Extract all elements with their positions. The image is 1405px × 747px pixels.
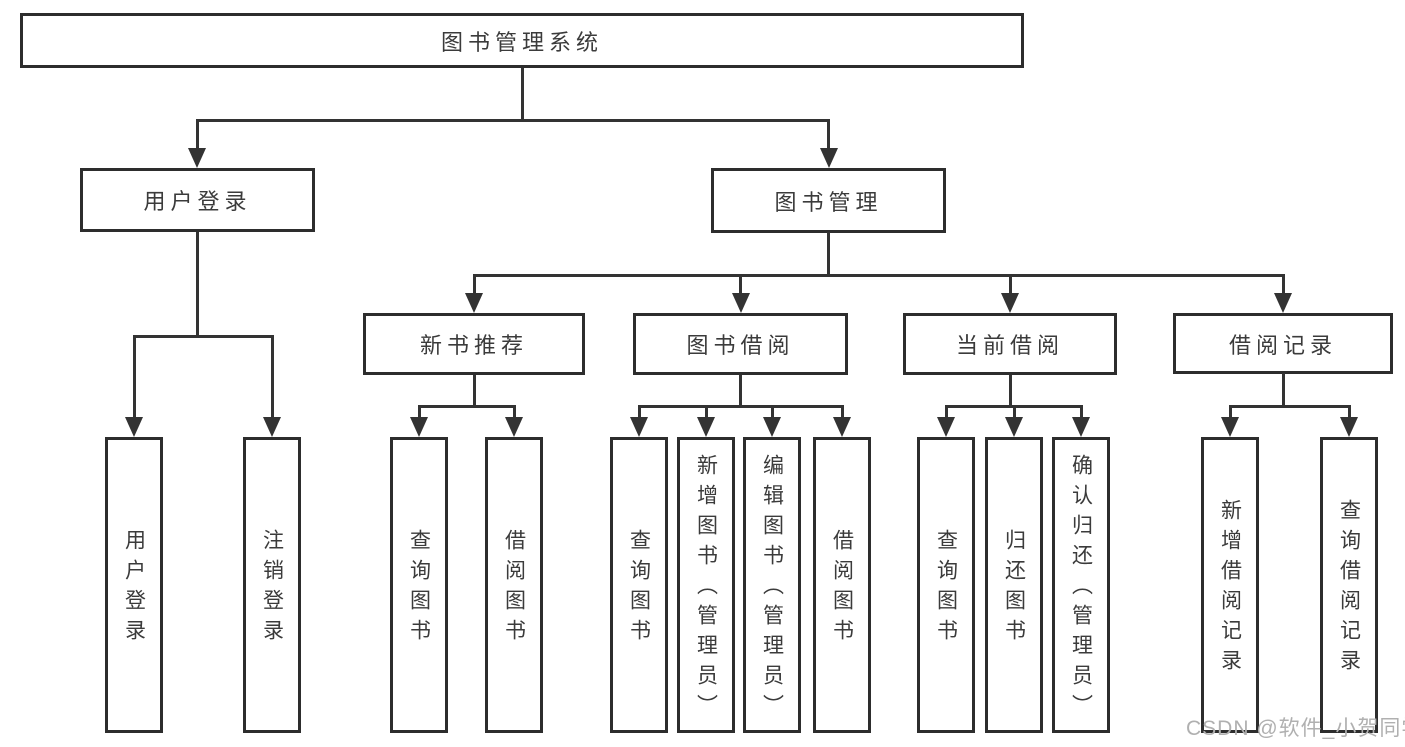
connector-user-login-stem <box>196 232 199 338</box>
leaf-add-borrow-record: 新增借阅记录 <box>1201 437 1259 733</box>
connector-current-stem <box>1008 375 1012 408</box>
leaf-query-books-current: 查询图书 <box>917 437 975 733</box>
arrow-to-rec-query <box>410 405 428 437</box>
node-new-book-recommend: 新书推荐 <box>363 313 585 375</box>
arrow-to-current <box>1001 274 1019 313</box>
leaf-logout-login: 注销登录 <box>243 437 301 733</box>
leaf-user-login: 用户登录 <box>105 437 163 733</box>
leaf-query-books-recommend: 查询图书 <box>390 437 448 733</box>
node-current-borrowing: 当前借阅 <box>903 313 1117 375</box>
arrow-to-bor-edit <box>763 405 781 437</box>
leaf-return-books: 归还图书 <box>985 437 1043 733</box>
connector-records-stem <box>1281 373 1285 408</box>
leaf-add-book-admin: 新增图书（管理员） <box>677 437 735 733</box>
connector-new-books-bar <box>417 405 516 408</box>
arrow-to-rec-borrow <box>505 405 523 437</box>
node-book-mgmt: 图书管理 <box>711 168 946 233</box>
arrow-to-cur-confirm <box>1072 405 1090 437</box>
connector-records-bar <box>1228 405 1351 408</box>
arrow-to-records <box>1274 274 1292 313</box>
arrow-to-login-leaf <box>125 335 143 437</box>
arrow-to-new-books <box>465 274 483 313</box>
connector-level3-bar <box>472 274 1284 277</box>
connector-level2-bar <box>195 119 830 122</box>
arrow-to-bor-query <box>630 405 648 437</box>
leaf-confirm-return-admin: 确认归还（管理员） <box>1052 437 1110 733</box>
arrow-to-borrowing <box>731 274 750 313</box>
arrow-to-cur-query <box>937 405 955 437</box>
node-borrowing-records: 借阅记录 <box>1173 313 1393 374</box>
csdn-watermark: CSDN @软件_小贺同学 <box>1186 717 1405 740</box>
leaf-query-books-borrowing: 查询图书 <box>610 437 668 733</box>
leaf-borrow-books-borrowing: 借阅图书 <box>813 437 871 733</box>
leaf-edit-book-admin: 编辑图书（管理员） <box>743 437 801 733</box>
arrow-to-bor-add <box>697 405 715 437</box>
connector-new-books-stem <box>472 375 476 408</box>
connector-book-mgmt-stem <box>827 232 830 277</box>
arrow-to-book-mgmt <box>819 119 838 168</box>
arrow-to-recd-query <box>1340 405 1358 437</box>
connector-borrowing-stem <box>739 375 742 408</box>
arrow-to-bor-borrow <box>833 405 851 437</box>
leaf-borrow-books-recommend: 借阅图书 <box>485 437 543 733</box>
arrow-to-recd-add <box>1221 405 1239 437</box>
arrow-to-user-login <box>188 119 206 168</box>
arrow-to-logout-leaf <box>263 335 281 437</box>
connector-user-login-bar <box>132 335 274 338</box>
leaf-query-borrow-record: 查询借阅记录 <box>1320 437 1378 733</box>
node-book-borrowing: 图书借阅 <box>633 313 848 375</box>
connector-borrowing-bar <box>637 405 844 408</box>
node-library-system: 图书管理系统 <box>20 13 1024 68</box>
node-user-login: 用户登录 <box>80 168 315 232</box>
connector-root-stem <box>520 68 524 119</box>
arrow-to-cur-return <box>1005 405 1023 437</box>
